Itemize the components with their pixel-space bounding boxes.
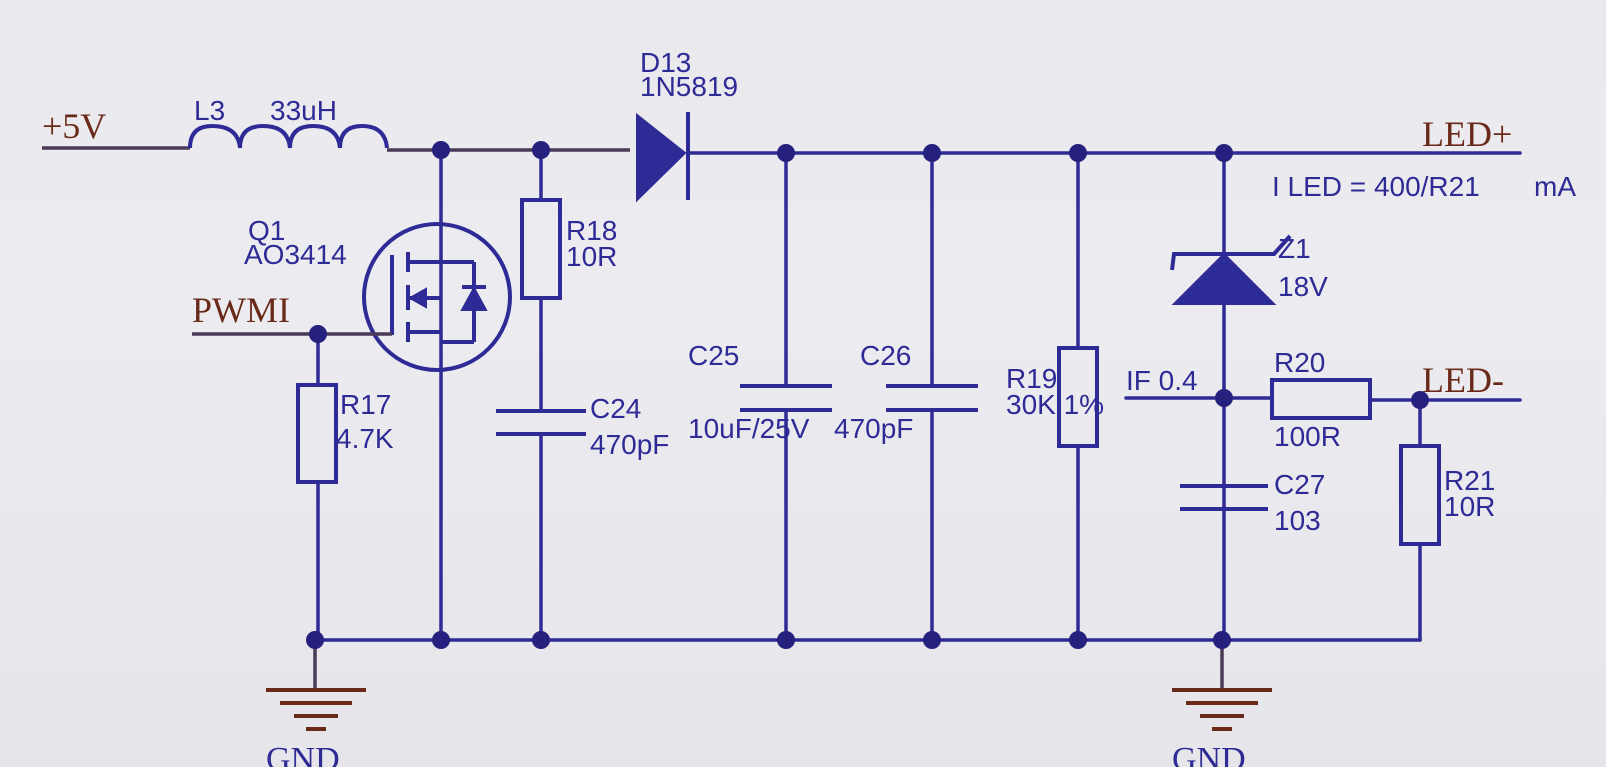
net-label-pwm: PWMI (192, 290, 290, 330)
annotation-if: IF 0.4 (1126, 365, 1198, 396)
junction-dot (777, 144, 795, 162)
net-label-led-minus: LED- (1422, 360, 1504, 400)
junction-dot (1069, 144, 1087, 162)
label-r19-value: 30K 1% (1006, 389, 1104, 420)
net-label-gnd-left: GND (266, 741, 340, 767)
label-z1-ref: Z1 (1278, 233, 1311, 264)
label-l3-ref: L3 (194, 95, 225, 126)
junction-dot (1215, 144, 1233, 162)
junction-dot (532, 631, 550, 649)
label-q1-ref: Q1 (248, 215, 285, 246)
net-label-gnd-right: GND (1172, 741, 1246, 767)
label-r20-ref: R20 (1274, 347, 1325, 378)
junction-dot (1069, 631, 1087, 649)
junction-dot (923, 631, 941, 649)
label-r18-value: 10R (566, 241, 617, 272)
mosfet-q1-body (362, 222, 512, 372)
label-c25-ref: C25 (688, 340, 739, 371)
junction-dot (777, 631, 795, 649)
label-r19-ref: R19 (1006, 363, 1057, 394)
inductor-l3 (188, 123, 389, 149)
label-q1-value: AO3414 (244, 239, 347, 270)
label-d13-ref: D13 (640, 47, 691, 78)
mosfet-q1-arrow (407, 287, 427, 309)
label-c26-ref: C26 (860, 340, 911, 371)
label-c25-value: 10uF/25V (688, 413, 810, 444)
label-r21-ref: R21 (1444, 465, 1495, 496)
junction-dot (432, 141, 450, 159)
label-l3-value: 33uH (270, 95, 337, 126)
junction-dot (306, 631, 324, 649)
junction-dot (923, 144, 941, 162)
resistor-r18 (520, 198, 562, 300)
resistor-r21 (1399, 444, 1441, 546)
label-d13-value: 1N5819 (640, 71, 738, 102)
junction-dot (309, 325, 327, 343)
label-c26-value: 470pF (834, 413, 913, 444)
label-c24-value: 470pF (590, 429, 669, 460)
label-r17-value: 4.7K (336, 423, 394, 454)
annotation-iled-formula: I LED = 400/R21 (1272, 171, 1480, 202)
junction-dot (532, 141, 550, 159)
junction-dot (1411, 391, 1429, 409)
net-label-vin: +5V (42, 106, 106, 146)
zener-z1 (1171, 252, 1277, 305)
junction-dot (432, 631, 450, 649)
label-c27-value: 103 (1274, 505, 1321, 536)
mosfet-q1-body-diode (460, 285, 488, 311)
label-r21-value: 10R (1444, 491, 1495, 522)
resistor-r17 (296, 383, 338, 484)
label-z1-value: 18V (1278, 271, 1328, 302)
label-c24-ref: C24 (590, 393, 641, 424)
zener-z1-bar (1170, 234, 1292, 271)
resistor-r20 (1270, 378, 1372, 420)
label-r17-ref: R17 (340, 389, 391, 420)
label-c27-ref: C27 (1274, 469, 1325, 500)
junction-dot (1215, 389, 1233, 407)
label-r20-value: 100R (1274, 421, 1341, 452)
annotation-iled-unit: mA (1534, 171, 1576, 202)
junction-dot (1213, 631, 1231, 649)
diode-d13 (636, 112, 687, 203)
net-label-led-plus: LED+ (1422, 114, 1512, 154)
label-r18-ref: R18 (566, 215, 617, 246)
